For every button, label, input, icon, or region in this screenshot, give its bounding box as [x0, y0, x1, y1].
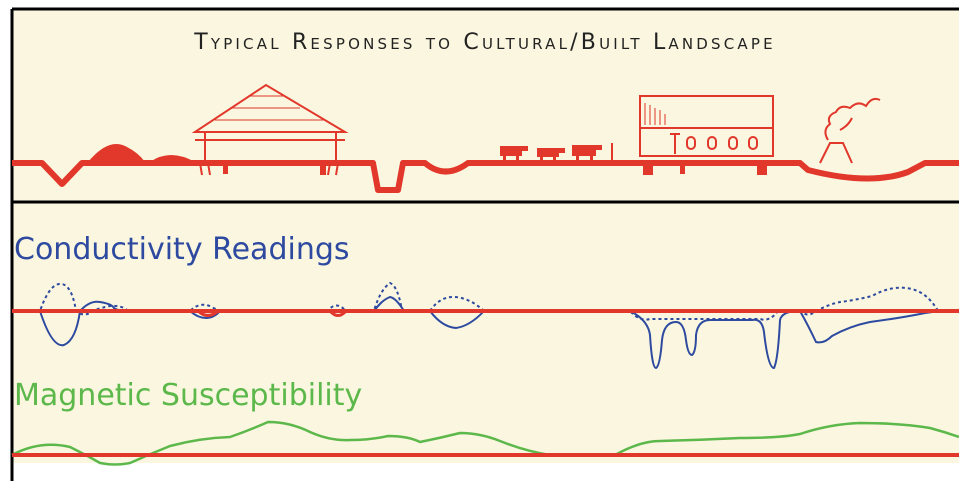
conductivity-dotted-trace	[12, 281, 959, 321]
figure-frame	[10, 7, 959, 481]
posthole-1	[223, 163, 228, 174]
mound-large	[88, 144, 145, 162]
top-panel-background	[12, 8, 959, 201]
bottom-panel-background	[12, 203, 959, 463]
conductivity-label: Conductivity Readings	[14, 232, 350, 267]
ground-profile	[12, 160, 959, 193]
barn-foundation-1	[643, 160, 653, 175]
thatched-roundhouse	[191, 83, 349, 176]
conductivity-baseline-dips	[196, 309, 348, 317]
landscape-illustration	[12, 83, 959, 193]
magnetic-label: Magnetic Susceptibility	[14, 378, 362, 413]
posthole-2	[320, 163, 326, 175]
cattle	[500, 145, 602, 163]
figure-title: Typical Responses to Cultural/Built Land…	[193, 30, 776, 55]
smoking-kiln	[819, 97, 881, 164]
magnetic-traces	[11, 420, 959, 466]
barn-foundation-3	[680, 163, 685, 174]
magnetic-trace	[11, 420, 959, 466]
barn-foundation-2	[757, 160, 767, 175]
conductivity-traces	[12, 281, 959, 370]
mound-small	[150, 155, 195, 162]
barn	[639, 95, 774, 157]
